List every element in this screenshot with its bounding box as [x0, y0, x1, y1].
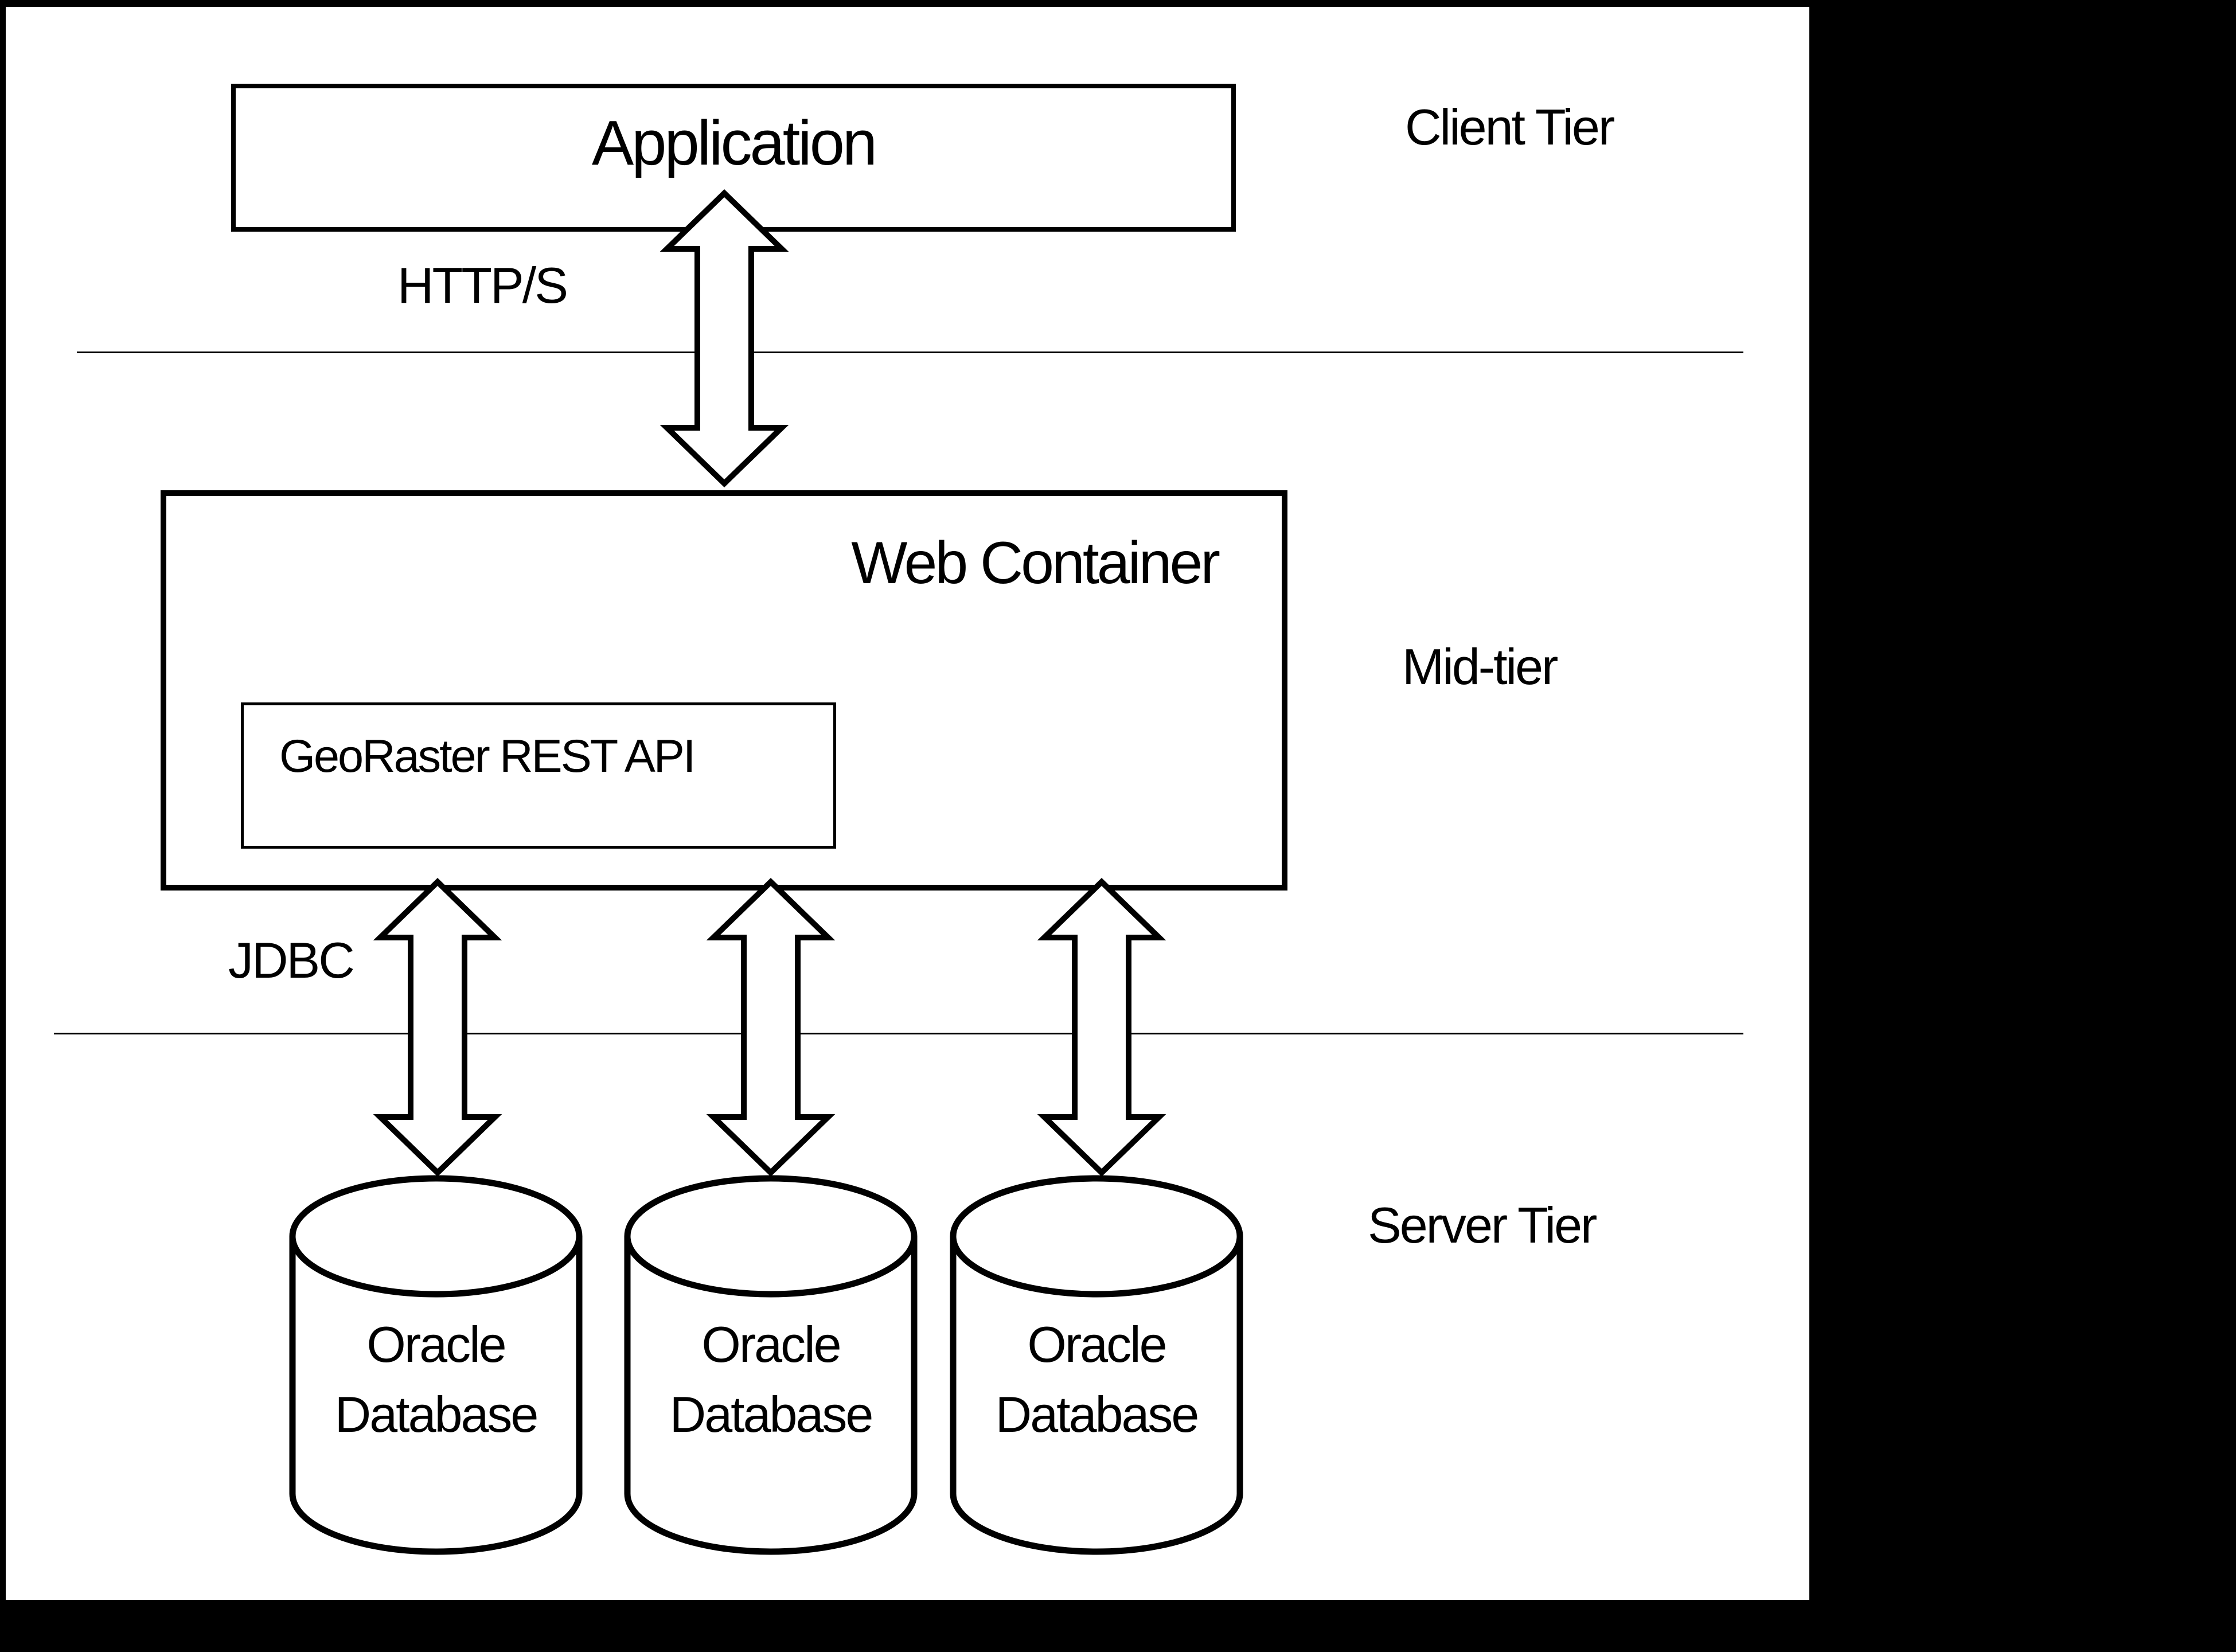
- database-label-2-line2: Database: [669, 1386, 874, 1443]
- georaster-rest-api-box: [241, 702, 836, 849]
- database-label-3: Oracle Database: [953, 1310, 1240, 1450]
- jdbc-protocol-label: JDBC: [228, 932, 355, 989]
- server-tier-label: Server Tier: [1368, 1197, 1597, 1253]
- georaster-api-label: GeoRaster REST API: [279, 731, 696, 782]
- database-label-3-line2: Database: [995, 1386, 1200, 1443]
- client-mid-tier-divider: [77, 352, 1743, 353]
- database-label-2: Oracle Database: [627, 1310, 914, 1450]
- mid-tier-label: Mid-tier: [1402, 638, 1558, 695]
- https-protocol-label: HTTP/S: [397, 257, 568, 314]
- database-label-2-line1: Oracle: [701, 1316, 841, 1373]
- database-label-1-line2: Database: [334, 1386, 539, 1443]
- mid-server-tier-divider: [54, 1033, 1743, 1034]
- application-label: Application: [591, 108, 877, 178]
- database-label-1: Oracle Database: [292, 1310, 579, 1450]
- database-label-3-line1: Oracle: [1027, 1316, 1167, 1373]
- database-label-1-line1: Oracle: [366, 1316, 506, 1373]
- web-container-label: Web Container: [851, 530, 1220, 596]
- client-tier-label: Client Tier: [1405, 99, 1615, 155]
